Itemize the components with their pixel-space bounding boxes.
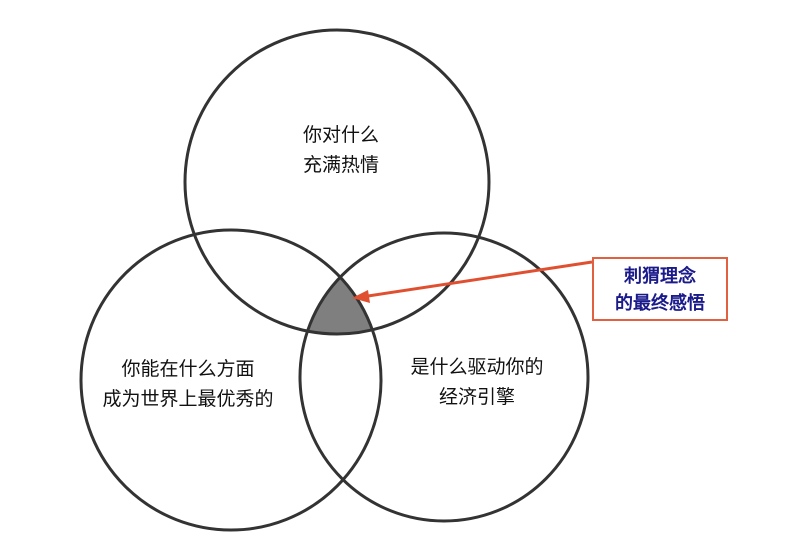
callout-arrow: [367, 260, 593, 298]
circle-economic-engine-label: 是什么驱动你的 经济引擎: [388, 352, 566, 412]
callout-line: 的最终感悟: [615, 293, 705, 314]
circle-economic-engine: [298, 231, 590, 523]
label-line: 充满热情: [302, 154, 379, 176]
circle-best-at-label: 你能在什么方面 成为世界上最优秀的: [82, 354, 294, 414]
label-line: 经济引擎: [438, 386, 515, 408]
circle-passion: [183, 28, 491, 336]
label-line: 你能在什么方面: [121, 358, 255, 380]
circle-best-at: [79, 228, 383, 532]
callout-box: 刺猬理念 的最终感悟: [592, 257, 728, 321]
label-line: 成为世界上最优秀的: [102, 388, 274, 410]
callout-line: 刺猬理念: [624, 266, 696, 287]
label-line: 是什么驱动你的: [410, 356, 544, 378]
callout-arrowhead: [352, 290, 370, 303]
circle-passion-label: 你对什么 充满热情: [278, 120, 404, 180]
label-line: 你对什么: [302, 124, 379, 146]
